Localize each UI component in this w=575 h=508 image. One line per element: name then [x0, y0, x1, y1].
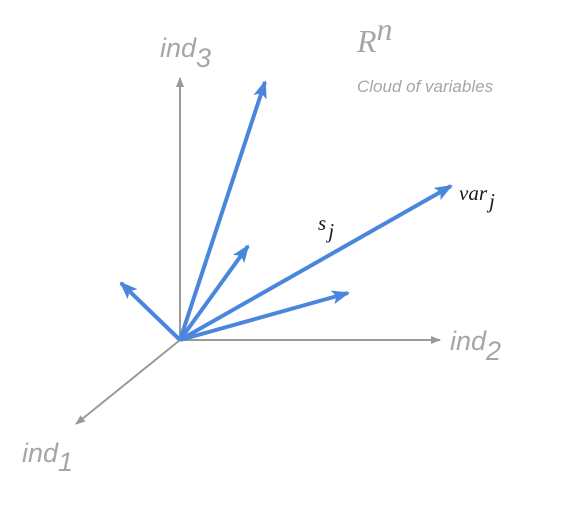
label-var-j: varj [459, 181, 495, 213]
label-s-j: sj [318, 211, 334, 243]
vector-5 [119, 281, 182, 342]
vector-3 [178, 244, 250, 342]
label-ind1: ind1 [22, 438, 73, 477]
label-ind2: ind2 [450, 326, 501, 366]
label-ind3: ind3 [160, 33, 211, 73]
axis-ind1 [75, 339, 181, 425]
vector-var-j [179, 184, 453, 342]
space-caption: Cloud of variables [357, 77, 494, 96]
axes [75, 77, 441, 425]
variable-vectors [119, 80, 453, 342]
vector-4 [179, 290, 350, 342]
space-label: Rn [356, 11, 393, 59]
vector-1 [178, 80, 267, 341]
